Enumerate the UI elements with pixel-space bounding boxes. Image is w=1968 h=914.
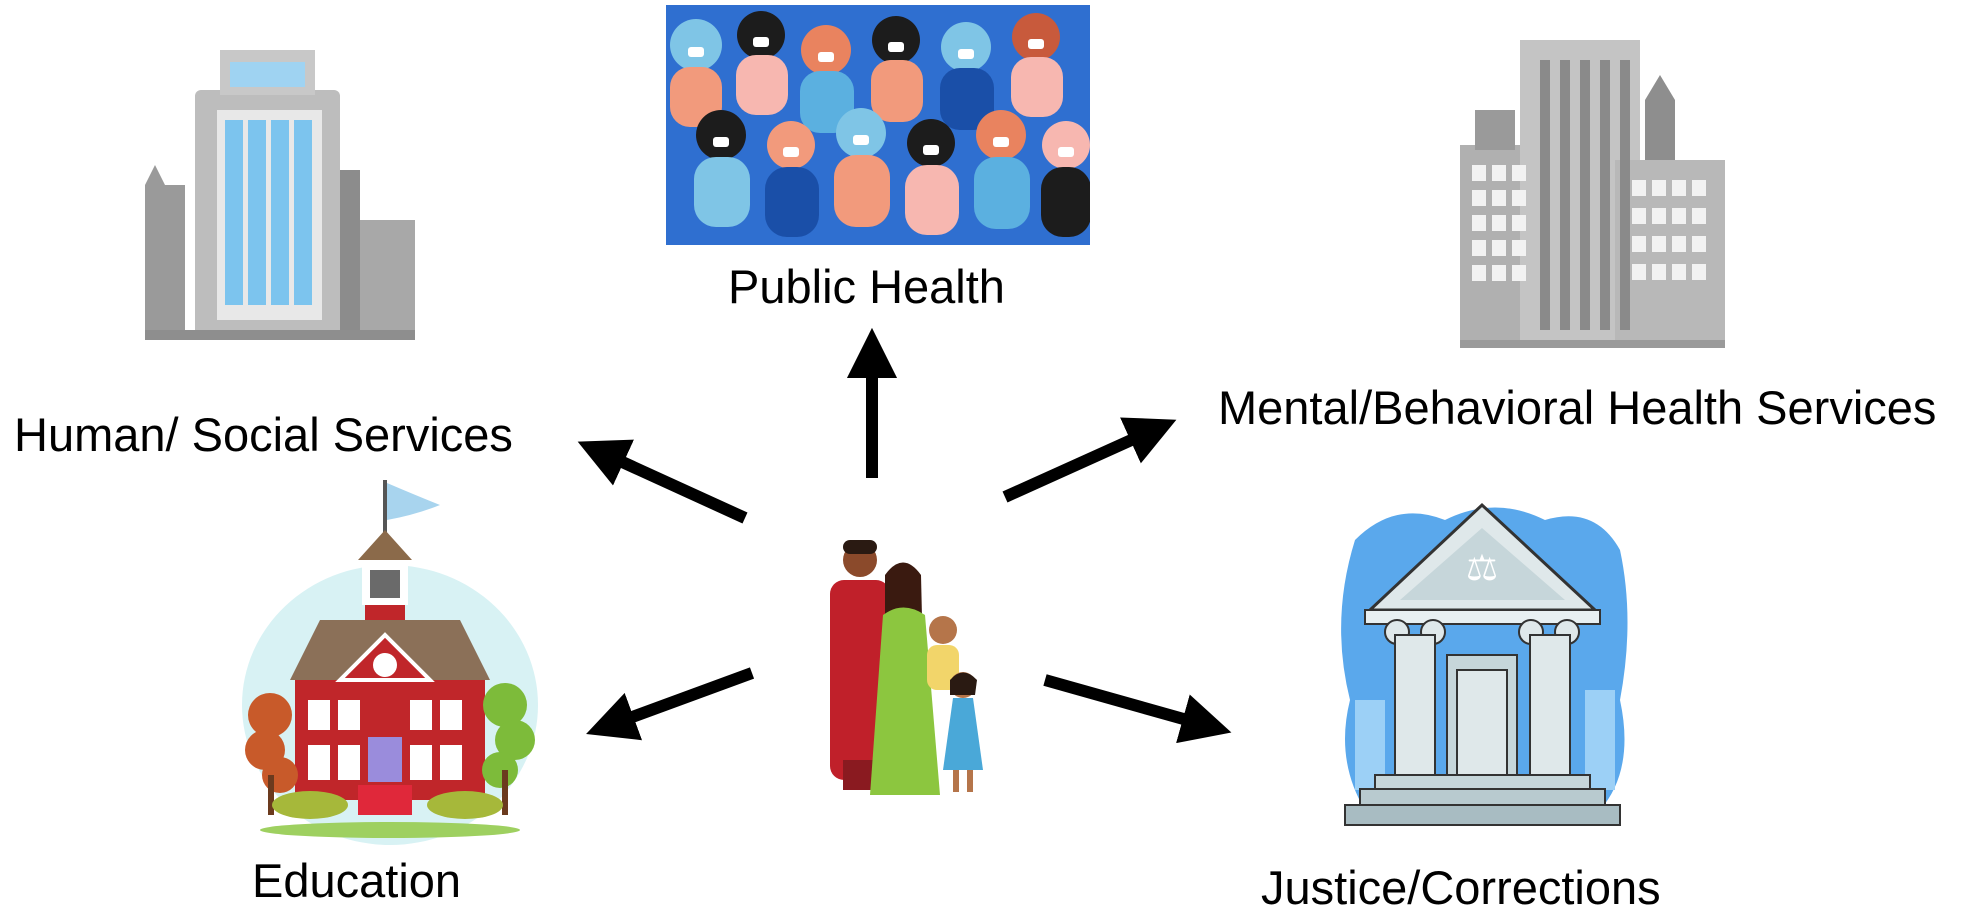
- human-social-services-label: Human/ Social Services: [14, 408, 513, 461]
- arrow-to-mental-behavioral-health: [1002, 417, 1177, 503]
- arrow-to-education: [586, 667, 755, 741]
- family-node: [815, 530, 985, 800]
- courthouse-icon: ⚖: [1341, 502, 1628, 826]
- education-node: [240, 475, 540, 850]
- arrow-to-justice-corrections: [1043, 674, 1232, 744]
- human-social-services-node: [145, 40, 415, 380]
- crowd-masked-people-icon: [666, 5, 1090, 245]
- svg-text:⚖: ⚖: [1466, 548, 1498, 589]
- family-icon: [830, 540, 983, 795]
- justice-corrections-label: Justice/Corrections: [1261, 861, 1661, 914]
- mental-behavioral-health-label: Mental/Behavioral Health Services: [1218, 381, 1937, 434]
- city-buildings-icon: [1460, 40, 1725, 348]
- justice-corrections-node: ⚖: [1335, 500, 1635, 840]
- schoolhouse-icon: [242, 480, 538, 845]
- arrow-to-human-social-services: [577, 439, 748, 524]
- mental-behavioral-health-node: [1460, 40, 1725, 360]
- public-health-label: Public Health: [728, 260, 1005, 313]
- public-health-node: [666, 5, 1090, 245]
- office-building-icon: [145, 50, 415, 340]
- education-label: Education: [252, 854, 462, 907]
